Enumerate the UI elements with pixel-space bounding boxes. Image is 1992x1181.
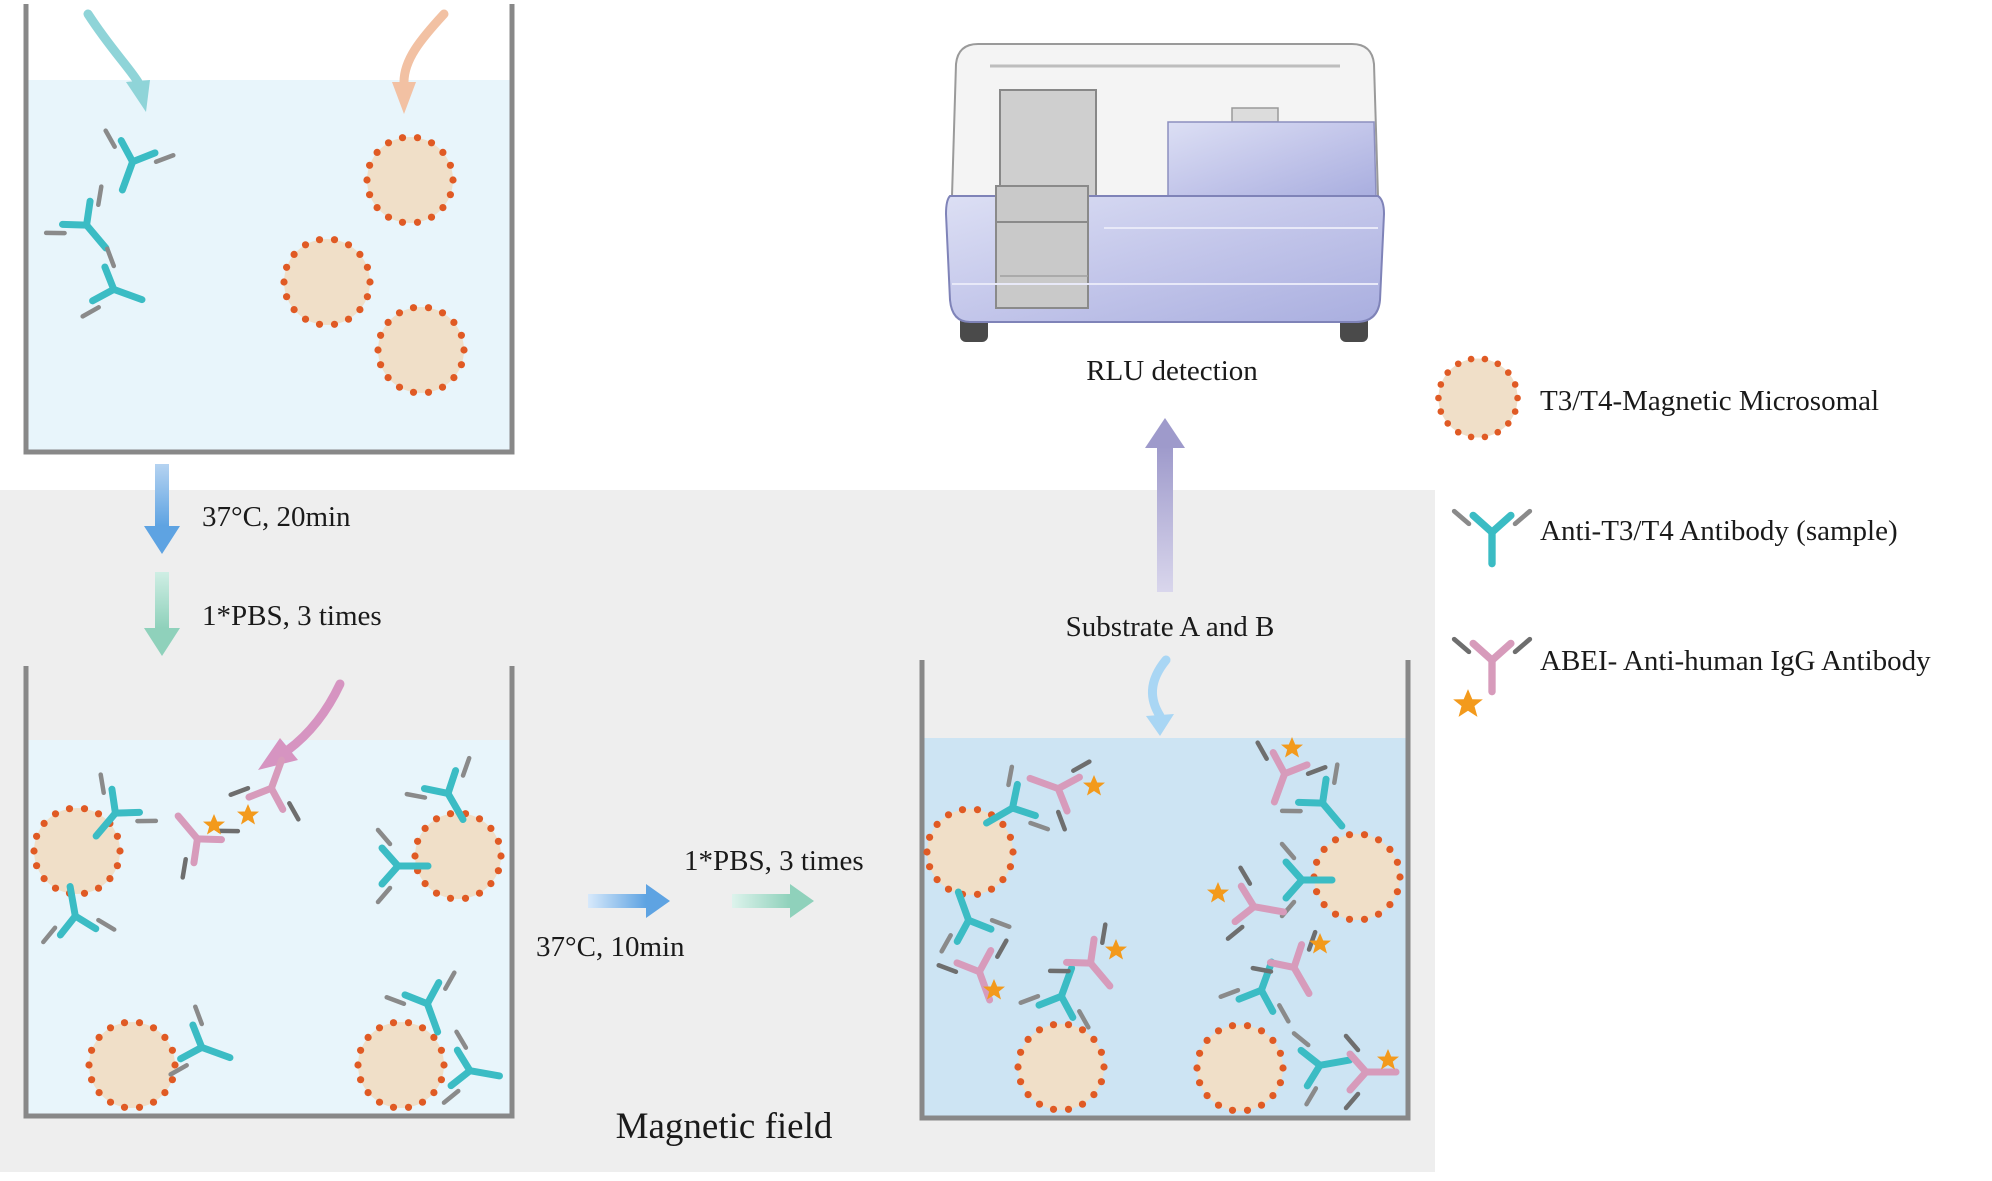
substrate-label: Substrate A and B bbox=[1066, 611, 1275, 643]
right-arrow-incubate bbox=[588, 884, 670, 918]
right-arrow-wash bbox=[732, 884, 814, 918]
legend-item-microsomal: T3/T4-Magnetic Microsomal bbox=[1435, 355, 1879, 441]
anti-t3t4-antibody-icon bbox=[1454, 511, 1530, 564]
legend: T3/T4-Magnetic Microsomal Anti-T3/T4 Ant… bbox=[1435, 355, 1931, 717]
step2-temp-label: 37°C, 10min bbox=[536, 931, 685, 963]
step1-temp-label: 37°C, 20min bbox=[202, 501, 351, 533]
abei-antibody-icon bbox=[1454, 639, 1530, 692]
legend-label: T3/T4-Magnetic Microsomal bbox=[1540, 385, 1879, 417]
abei-star-icon bbox=[1453, 689, 1483, 717]
legend-item-sample-antibody: Anti-T3/T4 Antibody (sample) bbox=[1454, 511, 1898, 564]
container-binding bbox=[23, 666, 515, 1119]
container-initial bbox=[23, 4, 515, 455]
legend-label: ABEI- Anti-human IgG Antibody bbox=[1540, 645, 1931, 677]
down-arrow-wash bbox=[144, 572, 180, 656]
up-arrow-detection bbox=[1145, 418, 1185, 592]
bead-arrow bbox=[392, 9, 449, 114]
down-arrow-incubate bbox=[144, 464, 180, 554]
substrate-arrow bbox=[1146, 655, 1174, 736]
detection-label: RLU detection bbox=[1086, 355, 1258, 387]
sample-arrow bbox=[83, 9, 150, 112]
magnetic-field-label: Magnetic field bbox=[616, 1106, 833, 1147]
abei-antibody-arrow bbox=[258, 679, 345, 770]
legend-label: Anti-T3/T4 Antibody (sample) bbox=[1540, 515, 1898, 547]
rlu-instrument bbox=[944, 43, 1386, 342]
container-detection bbox=[919, 655, 1411, 1121]
legend-item-abei-antibody: ABEI- Anti-human IgG Antibody bbox=[1453, 639, 1931, 717]
step2-wash-label: 1*PBS, 3 times bbox=[684, 845, 864, 877]
step1-wash-label: 1*PBS, 3 times bbox=[202, 600, 382, 632]
magnetic-microsphere-icon bbox=[1435, 355, 1521, 441]
